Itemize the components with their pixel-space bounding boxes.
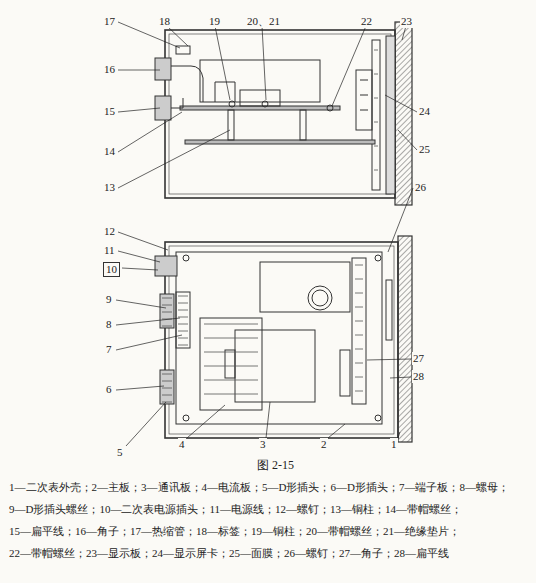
detail-stroke: [162, 402, 172, 403]
callout-number: 4: [178, 438, 186, 451]
detail-stroke: [204, 394, 258, 395]
detail-stroke: [355, 377, 363, 378]
callout-number: 17: [103, 15, 116, 28]
detail-stroke: [178, 310, 188, 311]
detail-stroke: [162, 298, 172, 299]
detail-stroke: [355, 307, 363, 308]
detail-stroke: [374, 146, 378, 147]
detail-stroke: [162, 326, 172, 327]
detail-stroke: [355, 265, 363, 266]
detail-stroke: [162, 374, 172, 375]
callout-number: 1: [390, 438, 398, 451]
detail-stroke: [178, 324, 188, 325]
callout-number: 9: [105, 293, 113, 306]
detail-stroke: [178, 331, 188, 332]
legend-line: 1—二次表外壳；2—主板；3—通讯板；4—电流板；5—D形插头；6—D形插头；7…: [8, 480, 534, 494]
detail-stroke: [178, 317, 188, 318]
legend-line: 9—D形插头螺丝；10—二次表电源插头；11—电源线；12—螺钉；13—铜柱；1…: [8, 502, 534, 516]
callout-number: 19: [208, 15, 221, 28]
callout-number: 16: [103, 63, 116, 76]
callout-number: 15: [103, 105, 116, 118]
callout-number: 7: [105, 343, 113, 356]
detail-stroke: [204, 366, 258, 367]
callout-number: 27: [412, 352, 425, 365]
callout-number: 25: [418, 143, 431, 156]
detail-stroke: [374, 170, 378, 171]
callout-number: 13: [103, 181, 116, 194]
detail-stroke: [355, 335, 363, 336]
detail-stroke: [204, 324, 258, 325]
detail-stroke: [355, 391, 363, 392]
callout-number: 8: [105, 318, 113, 331]
detail-stroke: [355, 293, 363, 294]
callout-number: 2: [320, 438, 328, 451]
callout-number: 6: [105, 383, 113, 396]
legend-line: 22—带帽螺丝；23—显示板；24—显示屏卡；25—面膜；26—螺钉；27—角子…: [8, 546, 534, 560]
callout-number: 11: [103, 244, 116, 257]
detail-stroke: [355, 321, 363, 322]
legend-line: 15—扁平线；16—角子；17—热缩管；18—标签；19—铜柱；20—带帽螺丝；…: [8, 524, 534, 538]
callout-number: 10: [103, 262, 120, 277]
detail-stroke: [355, 279, 363, 280]
leader-lines: [116, 22, 417, 446]
detail-stroke: [204, 352, 258, 353]
callout-number: 24: [418, 105, 431, 118]
detail-stroke: [204, 338, 258, 339]
callout-number: 20、21: [246, 15, 281, 28]
detail-stroke: [178, 296, 188, 297]
detail-stroke: [374, 122, 378, 123]
callout-number: 5: [116, 446, 124, 459]
callout-number: 26: [414, 181, 427, 194]
detail-stroke: [355, 363, 363, 364]
detail-stroke: [204, 380, 258, 381]
callout-number: 18: [158, 15, 171, 28]
callout-number: 14: [103, 145, 116, 158]
housing-top: [165, 30, 395, 198]
detail-stroke: [162, 395, 172, 396]
detail-stroke: [374, 50, 378, 51]
callout-number: 28: [412, 370, 425, 383]
detail-stroke: [162, 388, 172, 389]
detail-stroke: [162, 305, 172, 306]
housing-bottom: [165, 242, 398, 438]
detail-stroke: [178, 345, 188, 346]
detail-stroke: [178, 303, 188, 304]
callout-number: 22: [360, 15, 373, 28]
detail-stroke: [162, 381, 172, 382]
callout-number: 23: [400, 15, 413, 28]
detail-stroke: [178, 338, 188, 339]
detail-stroke: [374, 98, 378, 99]
callout-number: 12: [103, 225, 116, 238]
figure-caption: 图 2-15: [256, 459, 295, 472]
detail-stroke: [355, 349, 363, 350]
detail-stroke: [374, 74, 378, 75]
callout-number: 3: [259, 438, 267, 451]
detail-stroke: [162, 312, 172, 313]
